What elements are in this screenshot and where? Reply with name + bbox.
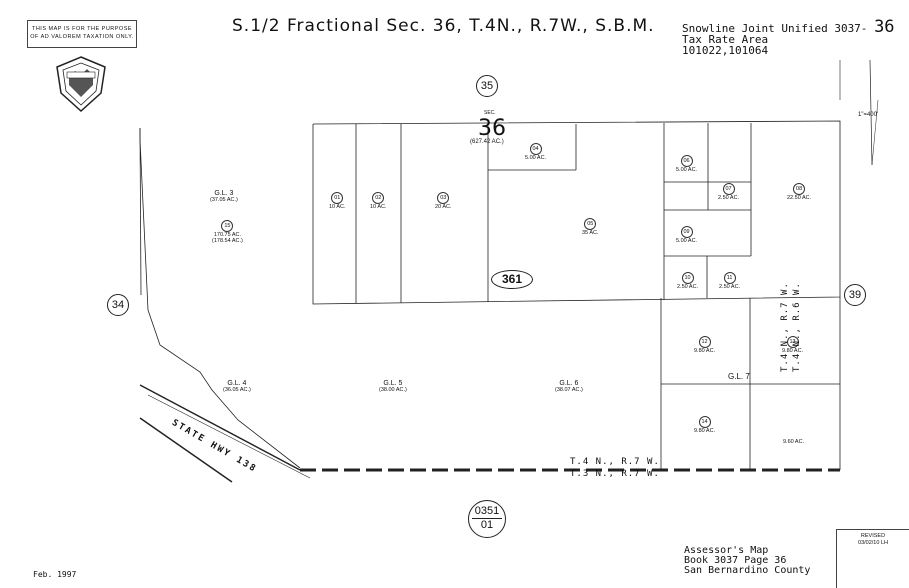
revision-box: REVISED 03/02/10 LH: [836, 529, 909, 588]
township-label-east-left: T.4 N., R.7 W.: [780, 282, 790, 372]
sec-number: 36: [478, 116, 506, 141]
taxation-disclaimer-box: THIS MAP IS FOR THE PURPOSE OF AD VALORE…: [27, 20, 137, 48]
state-highway: [139, 384, 311, 483]
district-line: Snowline Joint Unified 3037-: [682, 22, 868, 35]
parcel-09: 09 5.00 AC.: [676, 226, 697, 244]
scale-label: 1"=400': [858, 112, 879, 118]
book-page-circle: 0351 01: [468, 500, 506, 538]
sec-acres: (627.42 AC.): [470, 139, 504, 145]
disclaimer-line-1: THIS MAP IS FOR THE PURPOSE: [31, 26, 133, 32]
parcel-06: 06 5.00 AC.: [676, 155, 697, 173]
section-east-circle: 39: [844, 284, 866, 306]
parcel-12: 12 9.80 AC.: [694, 336, 715, 354]
section-north-circle: 35: [476, 75, 498, 97]
north-arrow-icon: [869, 59, 879, 166]
sec-label: SEC.: [484, 110, 496, 116]
gov-lot-5: G.L. 5 (38.00 AC.): [379, 380, 407, 393]
tax-rate-area-codes: 101022,101064: [682, 44, 769, 57]
township-label-lower: T.3 N., R.7 W.: [570, 469, 660, 479]
map-date: Feb. 1997: [33, 570, 77, 579]
gov-lot-6: G.L. 6 (38.07 AC.): [555, 380, 583, 393]
tax-rate-area-oval: 361: [491, 270, 533, 289]
parcel-14: 14 9.80 AC.: [694, 416, 715, 434]
gov-lot-3: G.L. 3 (37.05 AC.): [210, 190, 238, 203]
district-block: Snowline Joint Unified 3037- 36 Tax Rate…: [682, 19, 895, 57]
parcel-05: 05 35 AC.: [582, 218, 599, 236]
assessor-county: San Bernardino County: [684, 565, 811, 576]
parcel-03: 03 20 AC.: [435, 192, 452, 210]
disclaimer-line-2: OF AD VALOREM TAXATION ONLY.: [30, 34, 134, 40]
section-west-circle: 34: [107, 294, 129, 316]
parcel-10: 10 2.50 AC.: [677, 272, 698, 290]
district-number: 36: [874, 17, 895, 37]
parcel-13: 13 9.80 AC.: [782, 336, 803, 354]
township-label-east-right: T.4 N., R.6 W.: [792, 282, 802, 372]
parcel-11: 11 2.50 AC.: [719, 272, 740, 290]
page-number: 01: [472, 518, 502, 532]
assessor-book-page: Book 3037 Page 36: [684, 555, 787, 566]
parcel-15: 15 170.75 AC. (178.54 AC.): [212, 220, 243, 244]
revised-label: REVISED: [860, 533, 886, 539]
map-title: S.1/2 Fractional Sec. 36, T.4N., R.7W., …: [232, 16, 655, 36]
assessor-block: Assessor's Map Book 3037 Page 36 San Ber…: [684, 546, 810, 576]
parcel-lot-7-se: 9.60 AC.: [783, 439, 805, 445]
parcel-07: 07 2.50 AC.: [718, 183, 739, 201]
book-number: 0351: [474, 505, 500, 517]
assessor-title: Assessor's Map: [684, 545, 769, 556]
revised-date: 03/02/10 LH: [858, 540, 888, 546]
gov-lot-4: G.L. 4 (36.05 AC.): [223, 380, 251, 393]
parcel-01: 01 10 AC.: [329, 192, 346, 210]
parcel-08: 08 22.50 AC.: [787, 183, 811, 201]
county-seal-icon: [56, 56, 106, 113]
parcel-02: 02 10 AC.: [370, 192, 387, 210]
tax-rate-area-label: Tax Rate Area: [682, 33, 769, 46]
township-label-upper: T.4 N., R.7 W.: [570, 457, 660, 467]
parcel-04: 04 5.00 AC.: [525, 143, 546, 161]
gov-lot-7: G.L. 7: [728, 372, 750, 381]
upper-section-boundary: [312, 120, 841, 305]
